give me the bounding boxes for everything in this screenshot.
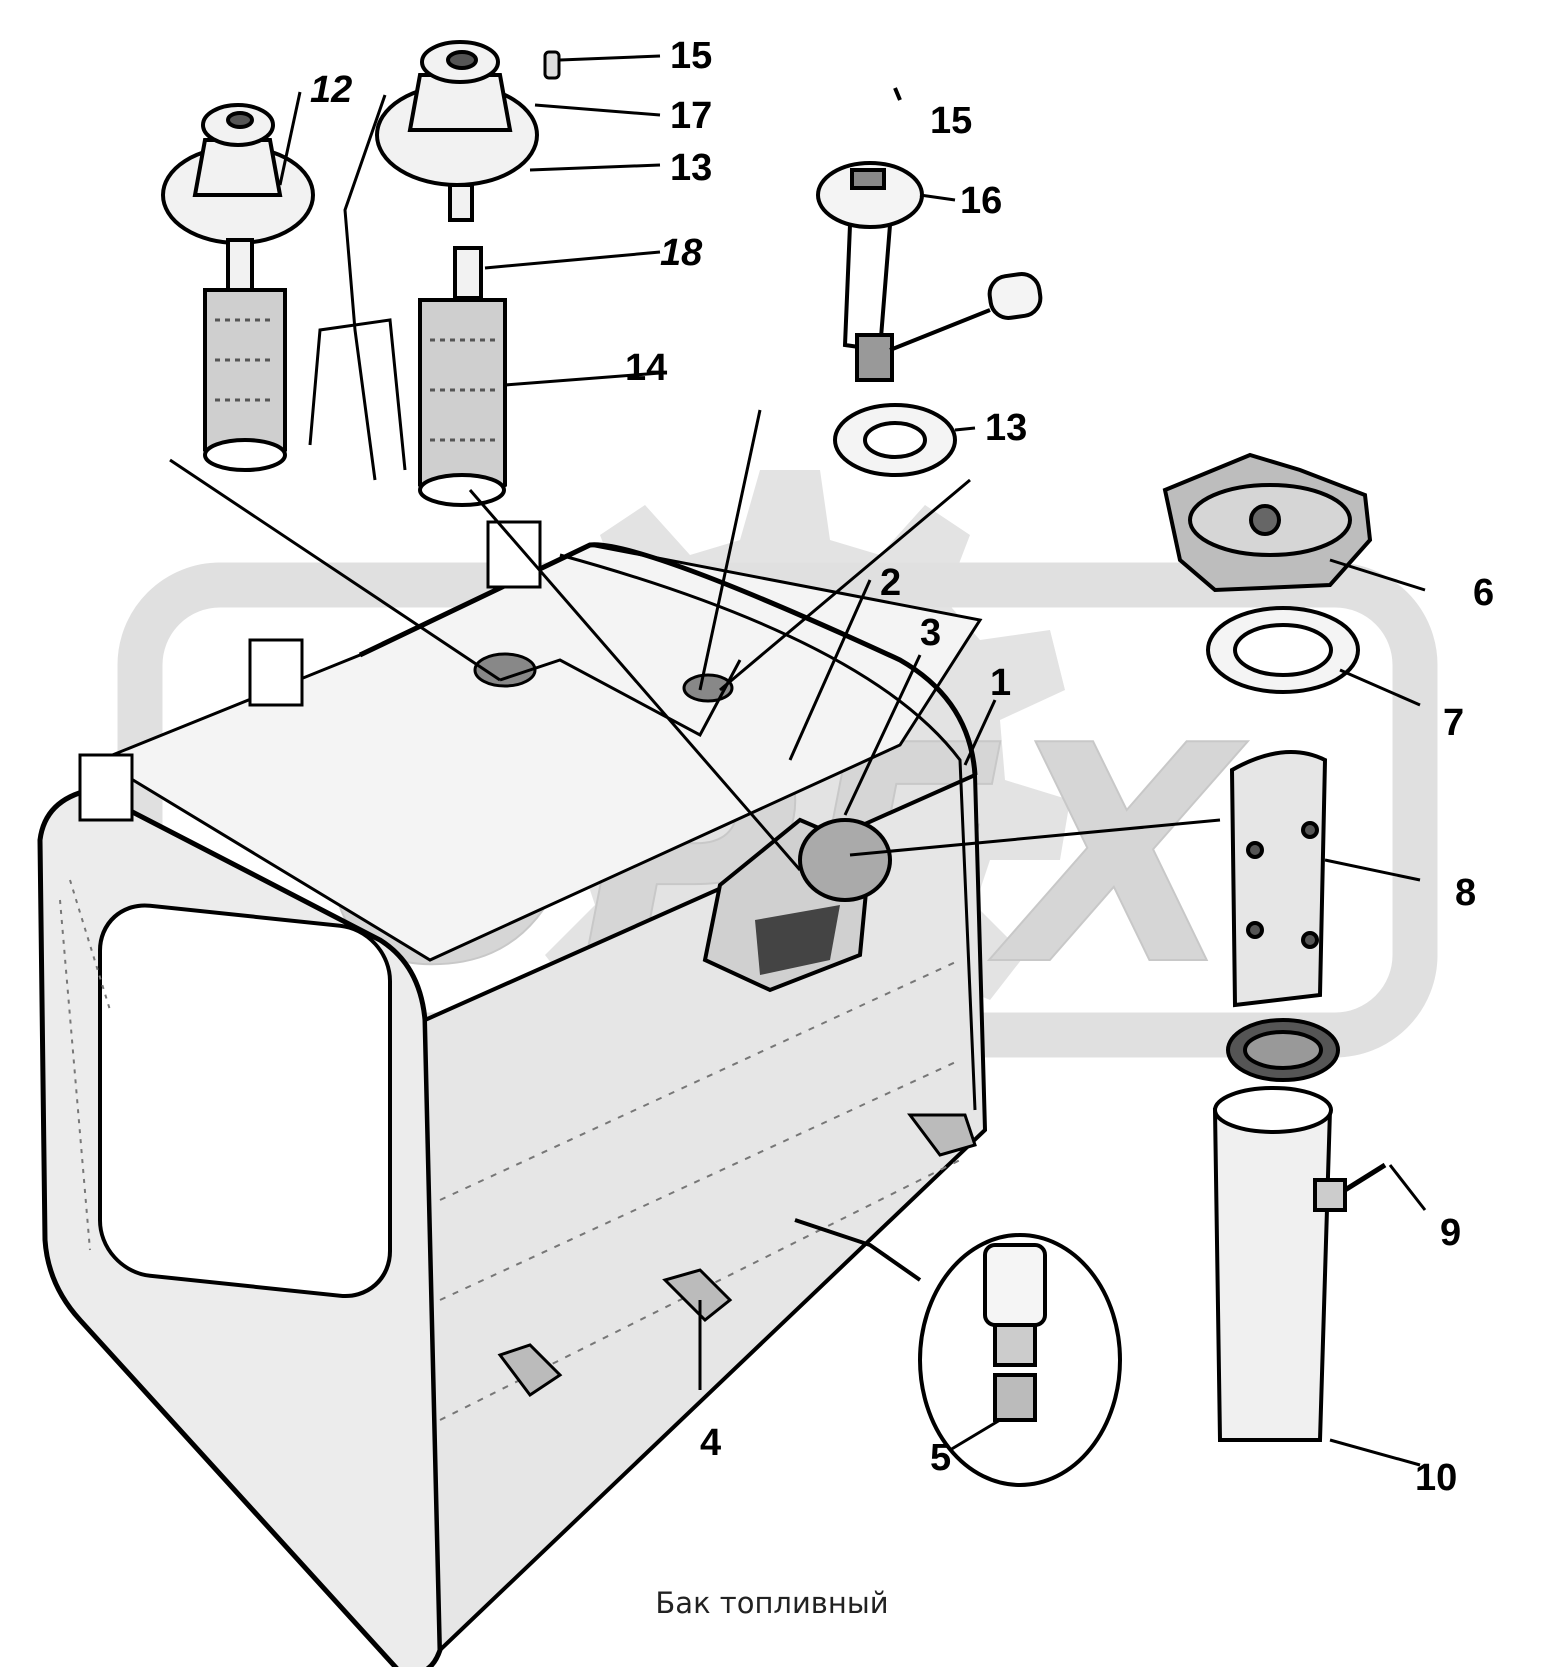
figure-caption: Бак топливный xyxy=(655,1586,889,1620)
leader-lines xyxy=(169,54,1427,1467)
callouts: 1 2 3 4 5 6 7 8 9 10 12 13 13 14 15 15 1… xyxy=(310,35,1494,1499)
callout-13-gasket: 13 xyxy=(985,407,1027,449)
callout-4: 4 xyxy=(700,1422,721,1464)
callout-5: 5 xyxy=(930,1437,951,1479)
drain-plug-detail xyxy=(794,1218,1122,1487)
fuel-tank-body xyxy=(37,520,988,1667)
callout-1: 1 xyxy=(990,662,1011,704)
fuel-level-sender xyxy=(816,161,1043,477)
filler-cap xyxy=(1162,452,1373,694)
callout-15-right: 15 xyxy=(930,100,972,142)
screws xyxy=(543,50,902,101)
callout-14: 14 xyxy=(625,347,667,389)
callout-15-left: 15 xyxy=(670,35,712,77)
callout-16: 16 xyxy=(960,180,1002,222)
fuel-intake-right xyxy=(375,40,539,507)
callout-7: 7 xyxy=(1443,702,1464,744)
callout-9: 9 xyxy=(1440,1212,1461,1254)
callout-8: 8 xyxy=(1455,872,1476,914)
filler-strainer-assembly xyxy=(1212,750,1387,1442)
callout-6: 6 xyxy=(1473,572,1494,614)
callout-3: 3 xyxy=(920,612,941,654)
callout-12: 12 xyxy=(310,69,352,111)
callout-13-top: 13 xyxy=(670,147,712,189)
callout-18: 18 xyxy=(660,232,703,274)
fuel-intake-left xyxy=(161,103,315,472)
callout-10: 10 xyxy=(1415,1457,1457,1499)
callout-2: 2 xyxy=(880,562,901,604)
callout-17: 17 xyxy=(670,95,712,137)
